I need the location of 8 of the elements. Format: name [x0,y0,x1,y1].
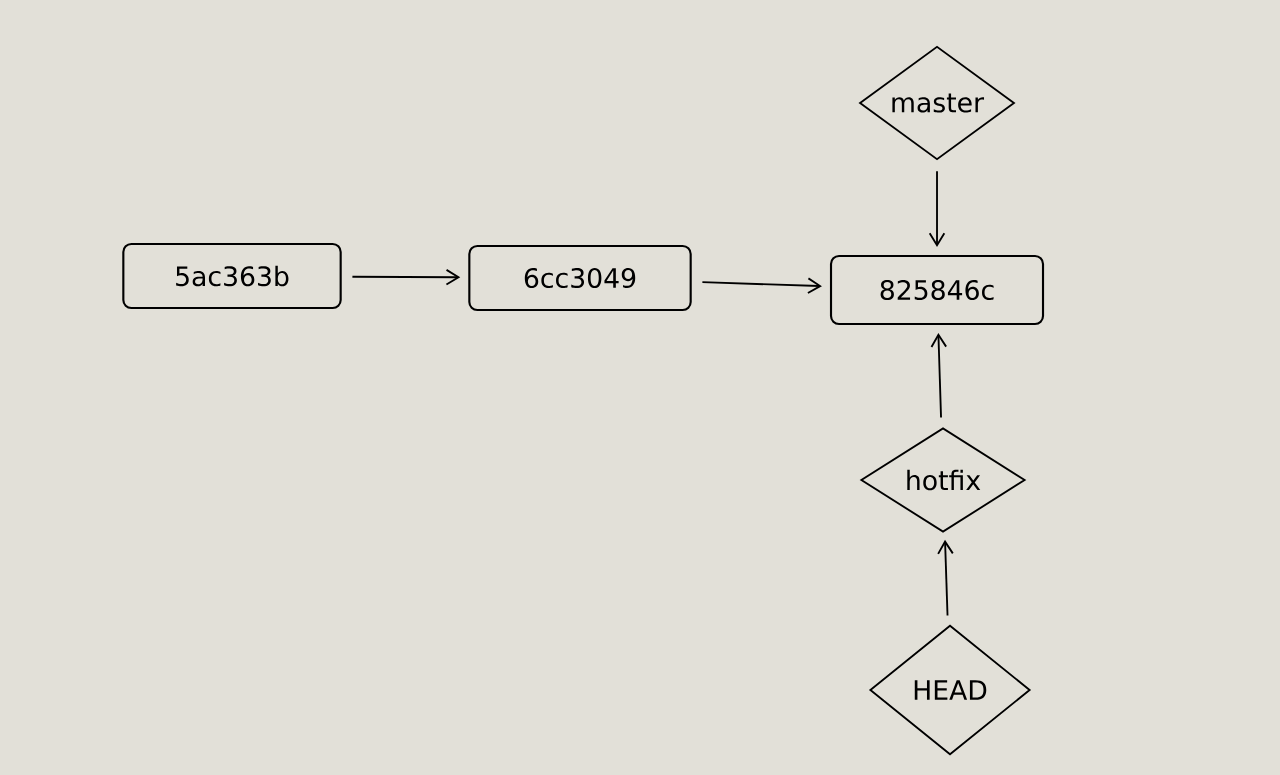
arrow [930,333,948,419]
arrow [937,539,954,617]
arrow [928,170,946,247]
arrow [351,268,461,286]
commit-box: 5ac363b [122,242,342,310]
arrow [701,277,822,294]
commit-box: 825846c [829,254,1045,326]
commit-box: 6cc3049 [468,244,692,312]
